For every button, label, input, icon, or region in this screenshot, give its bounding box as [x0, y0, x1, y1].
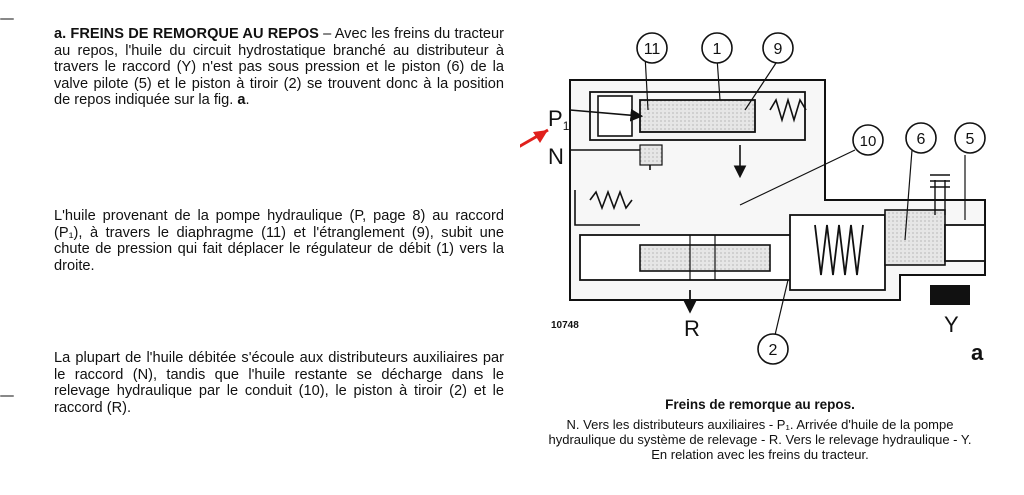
figure-reference-number: 10748: [551, 320, 579, 331]
callout-circle: [954, 122, 986, 154]
hydraulic-valve-diagram: 11 1 9 10 6 5 2 P1 N R Y 10748: [520, 32, 986, 365]
pilot-valve-body: [884, 209, 946, 266]
page-edge-mark: [0, 395, 14, 397]
paragraph-1: a. FREINS DE REMORQUE AU REPOS – Avec le…: [54, 26, 504, 109]
port-labels: P1 N R Y 10748: [548, 106, 959, 341]
page-edge-mark: [0, 18, 14, 20]
paragraph-2: L'huile provenant de la pompe hydrauliqu…: [54, 208, 504, 274]
valve-body: [569, 54, 986, 336]
callout-circle: [762, 32, 794, 64]
annotation-arrow: [520, 128, 549, 148]
paragraph-3: La plupart de l'huile débitée s'écoule a…: [54, 350, 504, 416]
flow-regulator-piston: [639, 99, 756, 133]
figure-caption-title: Freins de remorque au repos.: [665, 397, 855, 412]
red-arrow-line: [520, 128, 549, 148]
port-label-p1: P1: [548, 106, 570, 133]
spring-icon: [769, 97, 807, 123]
figure-reference: a: [237, 92, 246, 109]
callout-circle: [701, 32, 733, 64]
spool-piston: [639, 244, 771, 272]
callout-circle: [636, 32, 668, 64]
callout-6: 6: [917, 131, 926, 148]
callout-circle: [757, 333, 789, 365]
spring-icon: [589, 189, 633, 211]
port-y-fitting: [930, 285, 970, 305]
red-arrowhead-icon: [533, 130, 548, 143]
callout-5: 5: [966, 131, 975, 148]
figure-caption-text: N. Vers les distributeurs auxiliaires - …: [548, 417, 972, 462]
callout-9: 9: [774, 41, 783, 58]
paragraph-1-body: – Avec les freins du tracteur au repos, …: [54, 26, 504, 109]
callout-2: 2: [769, 342, 778, 359]
paragraph-heading: a. FREINS DE REMORQUE AU REPOS: [54, 26, 319, 42]
callout-10: 10: [860, 133, 877, 150]
port-label-y: Y: [944, 312, 959, 337]
callout-circle: [852, 124, 884, 156]
port-label-n: N: [548, 144, 564, 169]
callout-11: 11: [644, 41, 661, 58]
flow-arrow-icon: [569, 108, 644, 122]
callout-1: 1: [713, 41, 722, 58]
paragraph-1-end: .: [245, 92, 250, 109]
callouts: 11 1 9 10 6 5 2: [636, 32, 986, 365]
port-label-r: R: [684, 316, 700, 341]
figure-letter: a: [971, 340, 984, 365]
callout-circle: [905, 122, 937, 154]
spring-icon: [814, 224, 864, 276]
